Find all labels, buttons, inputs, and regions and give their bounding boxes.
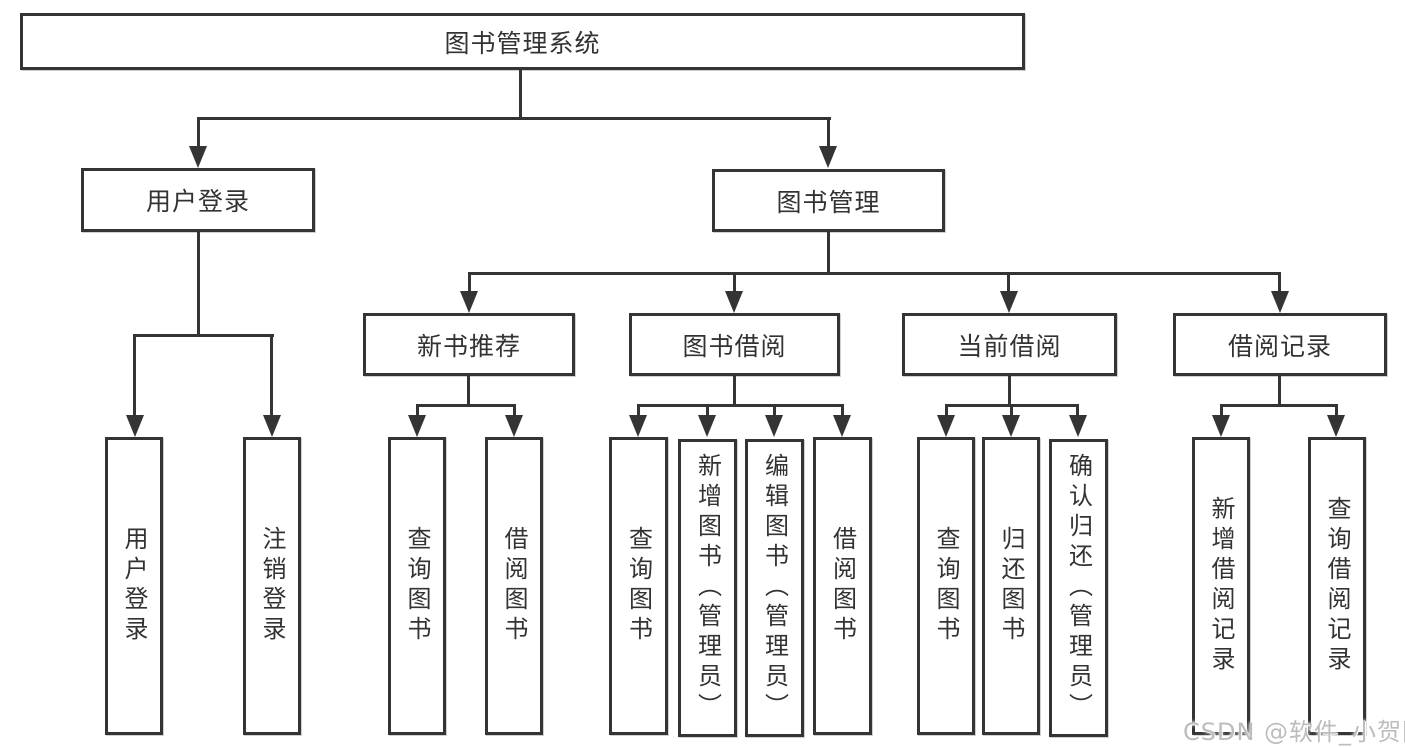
arrowhead-leaf — [408, 415, 426, 437]
connector-group-trunk — [1008, 376, 1011, 407]
node-current-borrow: 当前借阅 — [902, 313, 1117, 376]
leaf-user-login: 用户登录 — [105, 437, 163, 735]
arrowhead-book-management — [819, 146, 837, 168]
csdn-watermark: CSDN @软件_小贺同学 — [1183, 718, 1405, 746]
node-root-label: 图书管理系统 — [444, 28, 601, 58]
connector-l3-stem — [733, 272, 736, 293]
connector-group-trunk — [733, 376, 736, 407]
leaf-borrow-books-2: 借阅图书 — [813, 437, 872, 735]
arrowhead-leaf — [505, 415, 523, 437]
connector-l3-stem — [1278, 272, 1281, 293]
arrowhead-leaf — [1002, 415, 1020, 437]
connector-book-management-trunk — [827, 232, 830, 275]
connector-leaf-stem — [773, 404, 776, 418]
connector-l2-stem-right — [827, 117, 830, 149]
node-book-borrow-label: 图书借阅 — [682, 331, 787, 361]
connector-leaf-stem — [945, 404, 948, 418]
arrowhead-leaf-login — [126, 415, 144, 437]
arrowhead-leaf — [698, 415, 716, 437]
leaf-add-borrow-record-label: 新增借阅记录 — [1207, 496, 1235, 676]
arrowhead-leaf — [833, 415, 851, 437]
connector-user-login-horizontal — [133, 334, 274, 337]
connector-group-trunk — [1278, 376, 1281, 407]
arrowhead-leaf-logout — [263, 415, 281, 437]
arrowhead-leaf — [1327, 415, 1345, 437]
arrowhead-new-book — [460, 291, 478, 313]
arrowhead-user-login — [189, 146, 207, 168]
leaf-edit-books-admin-label: 编辑图书（管理员） — [760, 453, 789, 723]
arrowhead-leaf — [765, 415, 783, 437]
connector-leaf-stem — [1076, 404, 1079, 418]
leaf-return-books: 归还图书 — [982, 437, 1040, 735]
leaf-edit-books-admin: 编辑图书（管理员） — [745, 439, 804, 737]
arrowhead-leaf — [937, 415, 955, 437]
leaf-confirm-return-admin-label: 确认归还（管理员） — [1064, 453, 1093, 723]
node-current-borrow-label: 当前借阅 — [957, 331, 1062, 361]
leaf-return-books-label: 归还图书 — [997, 526, 1025, 646]
leaf-query-borrow-record: 查询借阅记录 — [1308, 437, 1366, 735]
leaf-borrow-books-1: 借阅图书 — [485, 437, 543, 735]
connector-leaf-stem — [637, 404, 640, 418]
leaf-logout: 注销登录 — [243, 437, 301, 735]
node-book-management: 图书管理 — [712, 169, 945, 232]
leaf-user-login-label: 用户登录 — [120, 526, 148, 646]
connector-leaf-stem — [133, 334, 136, 417]
connector-leaf-stem — [1335, 404, 1338, 418]
connector-leaf-stem — [416, 404, 419, 418]
leaf-borrow-books-2-label: 借阅图书 — [828, 526, 857, 646]
connector-user-login-trunk — [197, 232, 200, 337]
node-new-book-recommend: 新书推荐 — [363, 313, 575, 376]
node-borrow-records-label: 借阅记录 — [1227, 331, 1332, 361]
leaf-query-books-1: 查询图书 — [388, 437, 446, 735]
node-borrow-records: 借阅记录 — [1173, 313, 1387, 376]
connector-group-horizontal — [1220, 404, 1338, 407]
leaf-query-borrow-record-label: 查询借阅记录 — [1323, 496, 1351, 676]
connector-l3-stem — [468, 272, 471, 293]
connector-root-trunk — [519, 68, 522, 120]
arrowhead-borrow-records — [1271, 291, 1289, 313]
connector-group-horizontal — [416, 404, 516, 407]
leaf-query-books-1-label: 查询图书 — [403, 526, 431, 646]
connector-leaf-stem — [513, 404, 516, 418]
connector-leaf-stem — [1220, 404, 1223, 418]
arrowhead-leaf — [629, 415, 647, 437]
arrowhead-leaf — [1069, 415, 1087, 437]
connector-group-horizontal — [637, 404, 844, 407]
leaf-confirm-return-admin: 确认归还（管理员） — [1049, 439, 1108, 737]
node-new-book-recommend-label: 新书推荐 — [416, 331, 521, 361]
node-user-login: 用户登录 — [81, 168, 315, 232]
leaf-query-books-3: 查询图书 — [917, 437, 975, 735]
arrowhead-leaf — [1212, 415, 1230, 437]
leaf-query-books-2: 查询图书 — [609, 437, 668, 735]
connector-l3-stem — [1007, 272, 1010, 293]
connector-leaf-stem — [706, 404, 709, 418]
leaf-query-books-3-label: 查询图书 — [932, 526, 960, 646]
connector-leaf-stem — [270, 334, 273, 417]
leaf-add-books-admin: 新增图书（管理员） — [678, 439, 737, 737]
arrowhead-book-borrow — [725, 291, 743, 313]
leaf-add-borrow-record: 新增借阅记录 — [1192, 437, 1250, 735]
leaf-query-books-2-label: 查询图书 — [624, 526, 653, 646]
connector-leaf-stem — [1010, 404, 1013, 418]
connector-l3-horizontal — [468, 272, 1281, 275]
node-root: 图书管理系统 — [20, 13, 1025, 70]
leaf-borrow-books-1-label: 借阅图书 — [500, 526, 528, 646]
leaf-add-books-admin-label: 新增图书（管理员） — [693, 453, 722, 723]
node-book-borrow: 图书借阅 — [629, 313, 840, 376]
connector-leaf-stem — [841, 404, 844, 418]
connector-l2-horizontal — [197, 117, 831, 120]
node-book-management-label: 图书管理 — [776, 187, 881, 217]
node-user-login-label: 用户登录 — [145, 187, 250, 216]
arrowhead-current-borrow — [1000, 291, 1018, 313]
connector-l2-stem-left — [197, 117, 200, 149]
leaf-logout-label: 注销登录 — [258, 526, 286, 646]
connector-group-trunk — [467, 376, 470, 407]
